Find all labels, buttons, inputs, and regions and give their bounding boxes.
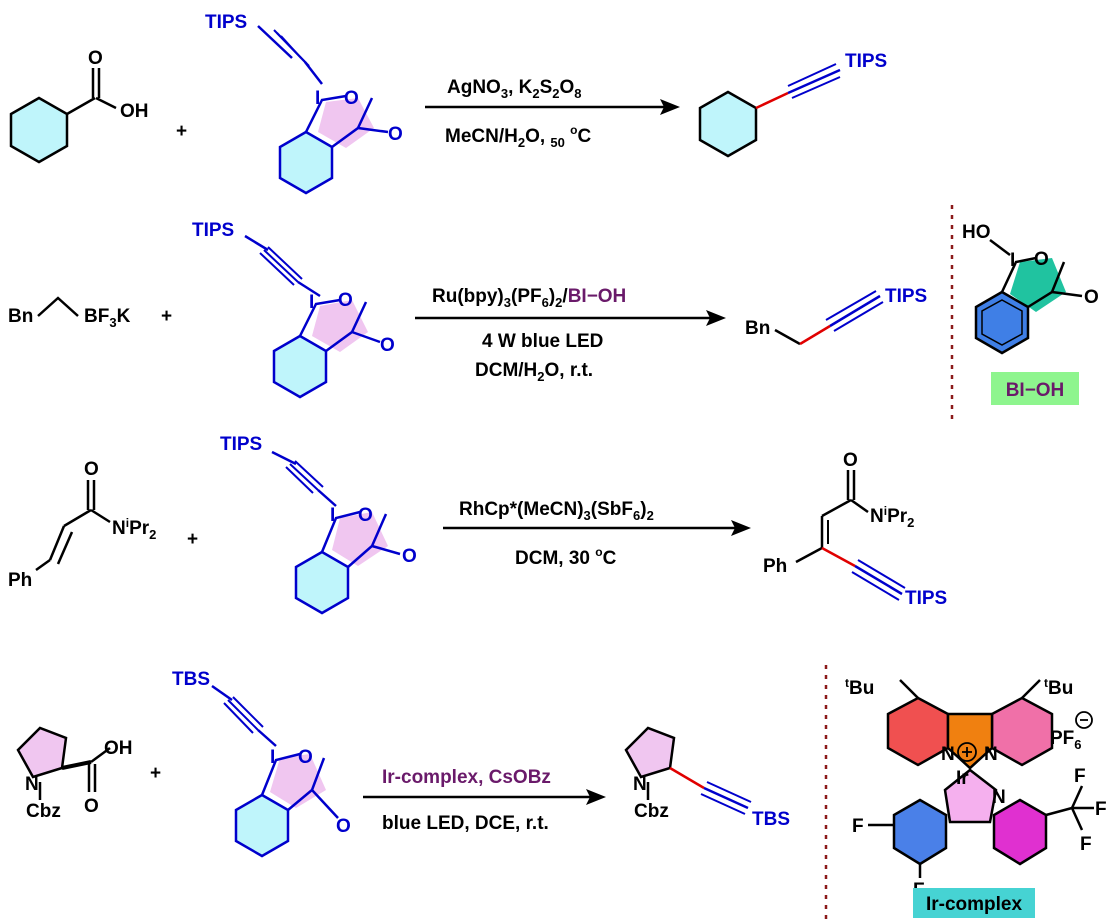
iodine-label: I [270,747,275,768]
bioh-ring-oxygen-label: O [1034,249,1049,270]
product-4: N Cbz TBS [624,726,790,830]
conditions-below-2b: DCM/H2O, r.t. [475,360,593,384]
product-1: TIPS [698,51,887,158]
conditions-above-4: Ir-complex, CsOBz [382,767,551,788]
nitrogen-right-label: N [984,744,998,765]
tbu-left-label: tBu [845,676,874,699]
cbz-proline: N OH O Cbz [16,726,133,822]
pf6-anion-label: PF6 [1050,728,1082,752]
plus-sign: + [150,763,161,784]
reaction-3: O NiPr2 Ph + TIPS I O O RhCp*(MeCN)3(SbF… [8,434,947,615]
amide-nitrogen-label: NiPr2 [112,516,156,542]
cf3-fluorine-1-label: F [1074,766,1086,787]
tips-ebx-reagent: TIPS I O O [205,12,403,195]
conditions-above-1: AgNO3, K2S2O8 [447,77,582,101]
tbs-ebx-reagent: TBS I O O [172,669,351,858]
tips-ebx-reagent: TIPS I O O [192,220,395,399]
bioh-iodine-label: I [1010,250,1015,271]
conditions-above-2: Ru(bpy)3(PF6)2/BI−OH [432,286,626,310]
benzyl-trifluoroborate: Bn BF3K [8,296,131,330]
carbonyl-oxygen-label: O [402,546,417,567]
iridium-label: Ir [956,768,969,789]
fluorine-left-label: F [852,816,864,837]
product-nitrogen-label: N [633,774,647,795]
ring-oxygen-label: O [358,505,373,526]
reaction-1: O OH + TIPS I O O AgNO3, K2S2O8 MeCN/ [9,12,887,195]
ring-oxygen-label: O [344,88,359,109]
hydroxyl-label: OH [120,101,149,122]
cyclohexanecarboxylic-acid: O OH [9,48,149,164]
carbonyl-oxygen-label: O [84,459,99,480]
product-3: O NiPr2 Ph TIPS [763,450,947,609]
conditions-below-1: MeCN/H2O, 50 oC [445,123,592,150]
reaction-2: Bn BF3K + TIPS I O O Ru(bpy)3(PF6)2/B [8,205,1099,425]
reagent-silyl-group-label: TBS [172,669,210,690]
product-2: Bn TIPS [745,286,927,346]
conditions-below-4: blue LED, DCE, r.t. [382,813,549,834]
bioh-label: BI−OH [1006,380,1065,401]
bioh-carbonyl-oxygen-label: O [1084,287,1099,308]
ir-complex-label: Ir-complex [926,894,1023,915]
ring-oxygen-label: O [338,290,353,311]
product-cbz-label: Cbz [634,801,669,822]
reaction-arrow-2 [415,310,726,326]
benzyl-label: Bn [8,306,33,327]
anion-charge-icon [1075,711,1093,729]
ir-complex-label-box [913,888,1035,918]
conditions-below-3: DCM, 30 oC [515,545,617,569]
nitrogen-left-label: N [941,744,955,765]
plus-sign: + [161,306,172,327]
reaction-4: N OH O Cbz + TBS I O O Ir-complex, CsOB [16,665,1107,920]
bioh-hydroxy-label: HO [962,222,991,243]
carbonyl-oxygen-label: O [380,335,395,356]
bioh-structure: HO I O O BI−OH [962,222,1099,405]
carbonyl-oxygen-label: O [388,124,403,145]
cation-charge-icon [957,742,977,762]
carbonyl-oxygen-label: O [336,816,351,837]
iodine-label: I [309,292,314,313]
ir-complex-structure: tBu tBu PF6 N N Ir N F F F [845,676,1107,918]
reagent-silyl-group-label: TIPS [205,12,247,33]
phenyl-label: Ph [8,570,32,591]
bioh-label-box [991,372,1079,405]
carbonyl-oxygen-label: O [843,450,858,471]
reaction-arrow-3 [443,520,751,536]
product-silyl-group-label: TIPS [845,51,887,72]
reaction-arrow-1 [425,99,680,115]
cinnamamide: O NiPr2 Ph [8,459,156,591]
cf3-fluorine-2-label: F [1095,799,1107,820]
product-silyl-group-label: TIPS [905,588,947,609]
product-phenyl-label: Ph [763,556,787,577]
product-silyl-group-label: TIPS [885,286,927,307]
reagent-silyl-group-label: TIPS [220,434,262,455]
ring-oxygen-label: O [298,747,313,768]
carbonyl-oxygen-label: O [84,796,99,817]
iodine-label: I [330,505,335,526]
reaction-arrow-4 [363,789,606,805]
product-amide-label: NiPr2 [870,504,914,530]
product-silyl-group-label: TBS [752,809,790,830]
hydroxyl-label: OH [104,738,133,759]
product-benzyl-label: Bn [745,318,770,339]
cf3-fluorine-3-label: F [1080,834,1092,855]
reagent-silyl-group-label: TIPS [192,220,234,241]
iodine-label: I [315,88,320,109]
trifluoroborate-label: BF3K [84,306,131,330]
conditions-above-3: RhCp*(MeCN)3(SbF6)2 [459,499,654,523]
plus-sign: + [176,121,187,142]
conditions-below-2a: 4 W blue LED [482,331,603,352]
carbonyl-oxygen-label: O [88,48,103,69]
proline-nitrogen-label: N [25,774,39,795]
bioh-additive-label: BI−OH [568,286,627,307]
tips-ebx-reagent: TIPS I O O [220,434,417,615]
plus-sign: + [187,529,198,550]
tbu-right-label: tBu [1044,676,1073,699]
ligand-nitrogen-label: N [992,787,1006,808]
cbz-label: Cbz [26,801,61,822]
ruthenium-catalyst-label: Ru(bpy)3(PF6)2/ [432,286,568,310]
